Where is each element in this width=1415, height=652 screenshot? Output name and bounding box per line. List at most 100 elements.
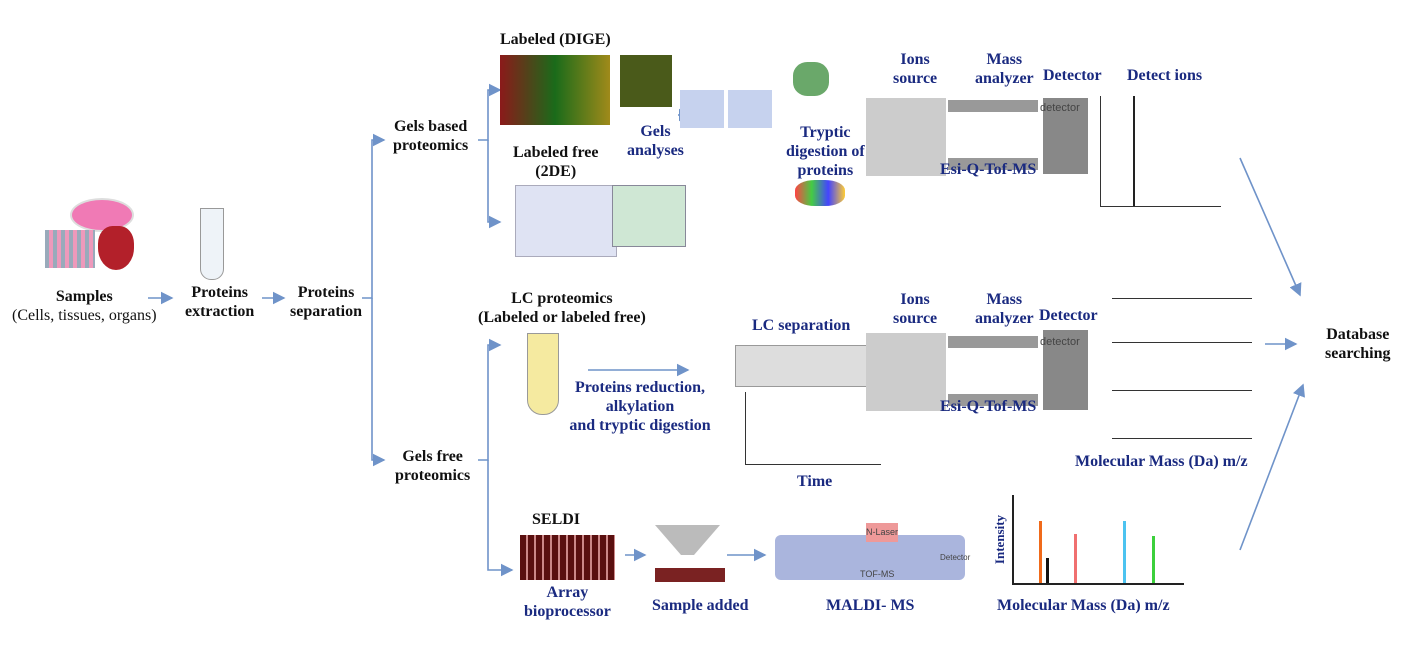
spectrum-panel [1112, 302, 1252, 343]
array-bioprocessor-label: Array bioprocessor [524, 583, 611, 621]
dige-label: Labeled (DIGE) [500, 31, 611, 48]
text: Proteins reduction, [574, 379, 706, 396]
text: proteomics [395, 467, 471, 484]
spectrum-peak [1046, 558, 1049, 583]
text: LC proteomics [511, 290, 613, 307]
sample-plate-image [655, 568, 725, 582]
text: digestion of [786, 143, 865, 160]
mass-analyzer-image [948, 100, 1038, 170]
extraction-tube-image [200, 208, 224, 280]
text: Ions [900, 291, 930, 308]
text: source [893, 310, 938, 327]
sample-added-label: Sample added [652, 597, 749, 614]
detector-image [1043, 98, 1088, 174]
text: Gels based [393, 118, 468, 135]
detect-ions-label: Detect ions [1127, 67, 1203, 84]
spectrum-panel [1112, 398, 1252, 439]
text: extraction [185, 303, 255, 320]
text: Ions [900, 51, 930, 68]
mass-spectrum-image [1100, 96, 1221, 207]
ions-source-label: Ions source [893, 50, 937, 88]
detector-label: Detector [1043, 67, 1102, 84]
detector-small-label: detector [1040, 336, 1080, 348]
text: and tryptic digestion [569, 417, 711, 434]
samples-title: Samples [55, 288, 113, 305]
instrument-label: Esi-Q-Tof-MS [940, 398, 1037, 415]
gel-software-image [612, 185, 686, 247]
detector-small-label: detector [1040, 102, 1080, 114]
text: analyzer [975, 310, 1034, 327]
maldi-tof-image [775, 535, 965, 580]
dige-gel-zoom-image [620, 55, 672, 107]
separation-label: Proteins separation [290, 283, 362, 321]
tof-label: TOF-MS [860, 569, 895, 579]
extraction-label: Proteins extraction [185, 283, 254, 321]
intensity-axis-label: Intensity [992, 514, 1008, 565]
detector-label: Detector [1039, 307, 1098, 324]
mass-analyzer-label: Mass analyzer [975, 290, 1034, 328]
tissue-image [45, 230, 95, 268]
maldi-label: MALDI- MS [826, 597, 915, 614]
lc-separation-label: LC separation [752, 317, 851, 334]
gel-spot-image [680, 90, 724, 128]
laser-label: N-Laser [866, 523, 899, 542]
gels-based-label: Gels based proteomics [393, 117, 468, 155]
protein-prep-label: Proteins reduction, alkylation and tryptic… [560, 378, 720, 435]
text: proteomics [393, 137, 469, 154]
peptides-image [795, 180, 845, 206]
text: Mass [986, 291, 1023, 308]
text: alkylation [605, 398, 675, 415]
2de-gels-image [515, 185, 617, 257]
text: separation [290, 303, 362, 320]
lc-column-image [735, 345, 872, 387]
text: analyses [627, 142, 684, 159]
chromatogram-image [745, 392, 881, 465]
instrument-label: Esi-Q-Tof-MS [940, 161, 1037, 178]
spectrum-peak [1123, 521, 1126, 583]
text: bioprocessor [524, 603, 611, 620]
protein-structure-image [793, 62, 829, 96]
ions-source-label: Ions source [893, 290, 937, 328]
maldi-detector-label: Detector [940, 553, 971, 562]
text: Database [1326, 326, 1390, 343]
detector-image [1043, 330, 1088, 410]
text: Proteins [191, 284, 248, 301]
text: Mass [986, 51, 1023, 68]
text: proteins [797, 162, 854, 179]
mass-analyzer-label: Mass analyzer [975, 50, 1034, 88]
spectrum-panel [1112, 350, 1252, 391]
ion-source-image [866, 98, 946, 176]
array-bioprocessor-image [520, 535, 615, 580]
text: Proteins [297, 284, 355, 301]
samples-label: Samples (Cells, tissues, organs) [12, 287, 157, 325]
dige-gels-image [500, 55, 610, 125]
heart-image [98, 226, 134, 270]
text: (2DE) [535, 163, 577, 180]
labeled-free-label: Labeled free (2DE) [513, 143, 598, 181]
maldi-spectrum-plot [1012, 495, 1184, 585]
text: searching [1325, 345, 1391, 362]
text: source [893, 70, 938, 87]
database-searching-label: Database searching [1325, 325, 1390, 363]
text: (Labeled or labeled free) [478, 309, 646, 326]
mass-analyzer-image [948, 336, 1038, 406]
samples-sub: (Cells, tissues, organs) [12, 307, 157, 324]
text: Labeled free [513, 144, 599, 161]
text: Tryptic [800, 124, 851, 141]
spectrum-panel [1112, 258, 1252, 299]
lc-tube-image [527, 333, 559, 415]
text: analyzer [975, 70, 1034, 87]
mass-axis-label: Molecular Mass (Da) m/z [1075, 453, 1248, 470]
text: Array [546, 584, 589, 601]
seldi-label: SELDI [532, 511, 581, 528]
spectrum-peak [1074, 534, 1077, 583]
spectrum-peak [1152, 536, 1155, 583]
time-label: Time [797, 473, 833, 490]
spectrum-peak [1039, 521, 1042, 583]
lc-proteomics-label: LC proteomics (Labeled or labeled free) [478, 289, 646, 327]
tryptic-label: Tryptic digestion of proteins [786, 123, 865, 180]
